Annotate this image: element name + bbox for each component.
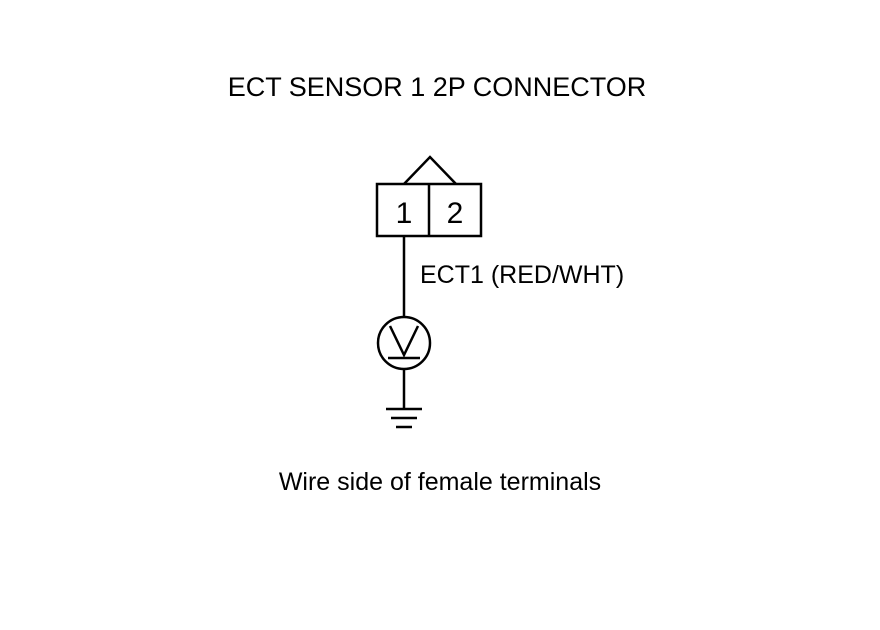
diagram-caption: Wire side of female terminals (279, 468, 601, 496)
voltmeter-icon (376, 315, 432, 371)
connector-2p: 1 2 (375, 182, 483, 238)
wire-label: ECT1 (RED/WHT) (420, 261, 624, 289)
connector-lock-tab (403, 155, 457, 185)
connector-pin-1: 1 (396, 197, 413, 230)
ground-icon (386, 407, 422, 429)
diagram-title: ECT SENSOR 1 2P CONNECTOR (228, 72, 647, 102)
connector-pin-2: 2 (447, 197, 464, 230)
